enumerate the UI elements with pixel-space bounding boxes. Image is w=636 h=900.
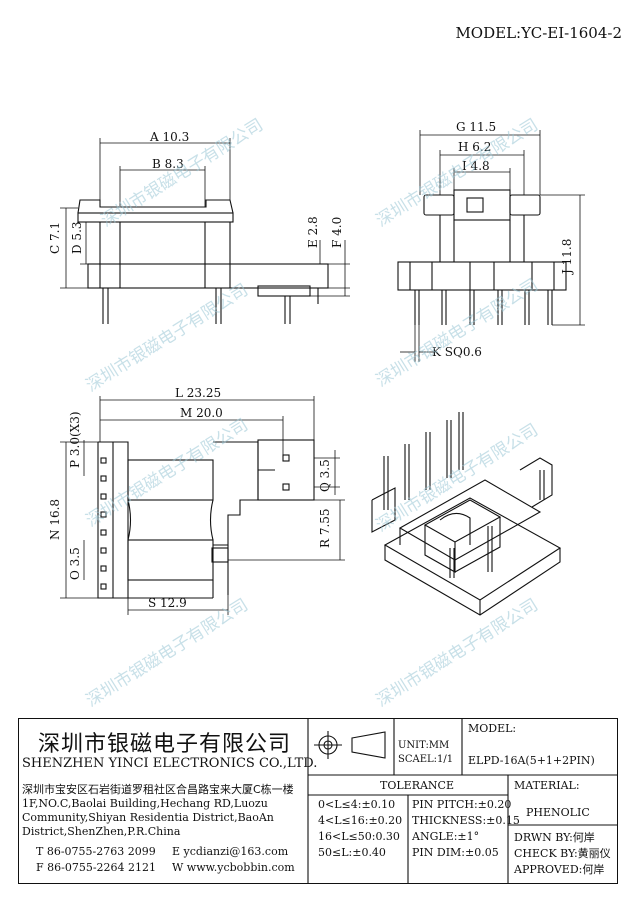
pin-tolerance-1: PIN PITCH:±0.20: [412, 798, 512, 811]
pin-tolerance-2: THICKNESS:±0.15: [412, 814, 520, 827]
title-block-lines: [307, 718, 618, 884]
side-view: [397, 130, 585, 362]
dim-q: Q 3.5: [318, 459, 332, 492]
company-address-en-2: Community,Shiyan Residentia District,Bao…: [22, 811, 274, 824]
dim-n: N 16.8: [48, 498, 62, 540]
dim-o: O 3.5: [68, 547, 82, 580]
pin-tolerance-4: PIN DIM:±0.05: [412, 846, 499, 859]
dim-a: A 10.3: [150, 130, 190, 144]
company-email: E ycdianzi@163.com: [172, 845, 289, 858]
model-label: MODEL:: [468, 722, 517, 735]
company-address-en-3: District,ShenZhen,P.R.China: [22, 825, 181, 838]
tolerance-row-4: 50≤L:±0.40: [318, 846, 386, 859]
dim-d: D 5.3: [70, 221, 84, 254]
material-value: PHENOLIC: [526, 806, 590, 819]
dim-l: L 23.25: [175, 386, 222, 400]
tolerance-row-1: 0<L≤4:±0.10: [318, 798, 396, 811]
company-address-en-1: 1F,NO.C,Baolai Building,Hechang RD,Luozu: [22, 797, 268, 810]
model-value: ELPD-16A(5+1+2PIN): [468, 754, 595, 767]
dim-m: M 20.0: [180, 406, 223, 420]
company-tel: T 86-0755-2763 2099: [36, 845, 156, 858]
company-web: W www.ycbobbin.com: [172, 861, 295, 874]
dim-g: G 11.5: [456, 120, 497, 134]
isometric-view: [371, 412, 562, 616]
title-block: [18, 718, 618, 884]
dim-b: B 8.3: [152, 157, 184, 171]
company-fax: F 86-0755-2264 2121: [36, 861, 157, 874]
pin-tolerance-3: ANGLE:±1°: [412, 830, 480, 843]
tolerance-title: TOLERANCE: [380, 779, 454, 792]
drawn-by: DRWN BY:何岸: [514, 831, 595, 844]
company-name-en: SHENZHEN YINCI ELECTRONICS CO.,LTD.: [22, 756, 318, 771]
dim-f: F 4.0: [330, 216, 344, 248]
checked-by: CHECK BY:黄丽仪: [514, 847, 611, 860]
dim-c: C 7.1: [48, 221, 62, 254]
material-label: MATERIAL:: [514, 779, 580, 792]
dim-k: K SQ0.6: [432, 345, 482, 359]
tolerance-row-2: 4<L≤16:±0.20: [318, 814, 403, 827]
front-view: [60, 138, 350, 324]
approved-by: APPROVED:何岸: [514, 863, 605, 876]
dim-h: H 6.2: [458, 140, 492, 154]
dim-p: P 3.0(X3): [68, 411, 82, 468]
dim-s: S 12.9: [148, 596, 187, 610]
company-name-cn: 深圳市银磁电子有限公司: [38, 732, 292, 757]
dim-i: I 4.8: [462, 159, 490, 173]
company-address-cn: 深圳市宝安区石岩街道罗租社区合昌路宝来大厦C栋一楼: [22, 783, 294, 796]
dim-j: J 11.8: [560, 238, 574, 274]
dim-e: E 2.8: [306, 216, 320, 248]
scale-label: SCAEL:1/1: [398, 754, 454, 765]
unit-label: UNIT:MM: [398, 740, 450, 751]
tolerance-row-3: 16<L≤50:0.30: [318, 830, 400, 843]
model-title: MODEL:YC-EI-1604-2: [455, 24, 622, 42]
bottom-view: [60, 396, 345, 615]
dim-r: R 7.55: [318, 508, 332, 548]
